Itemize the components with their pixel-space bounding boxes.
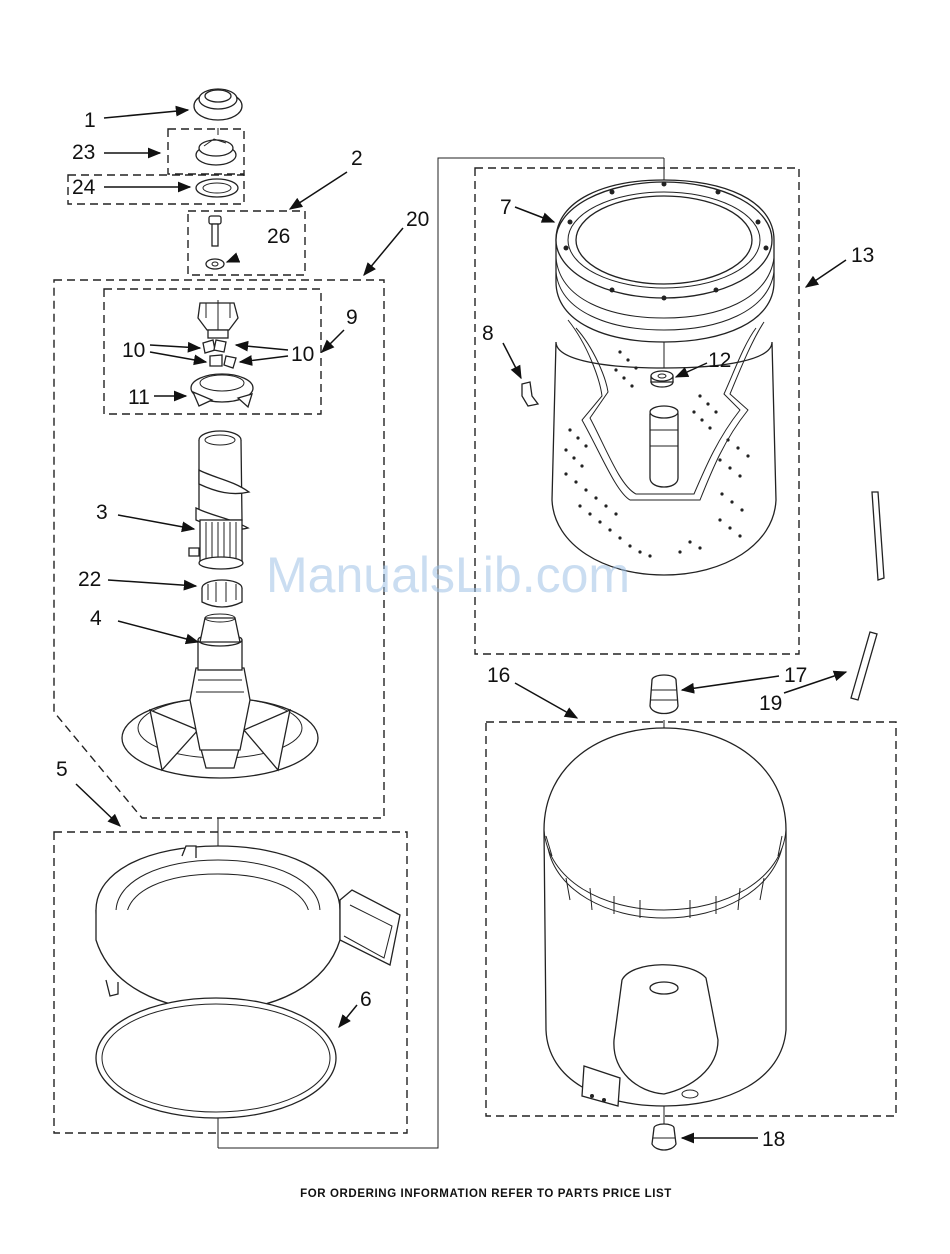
outer-tub xyxy=(544,728,786,1106)
tub-ring xyxy=(96,846,400,1024)
callout-10-right: 10 xyxy=(291,343,314,366)
watermark: ManualsLib.com xyxy=(266,547,630,603)
tub-bearing xyxy=(650,675,678,714)
callout-4: 4 xyxy=(90,607,102,630)
agitator-bolt xyxy=(206,216,224,269)
callout-6: 6 xyxy=(360,988,372,1011)
callout-26: 26 xyxy=(267,225,290,248)
callout-20: 20 xyxy=(406,208,429,231)
callout-2: 2 xyxy=(351,147,363,170)
cap-seal xyxy=(196,139,236,165)
balance-ring xyxy=(556,180,774,342)
callout-3: 3 xyxy=(96,501,108,524)
callout-19: 19 xyxy=(759,692,782,715)
callout-5: 5 xyxy=(56,758,68,781)
callout-9: 9 xyxy=(346,306,358,329)
callout-13: 13 xyxy=(851,244,874,267)
agitator-base xyxy=(122,614,318,778)
callout-23: 23 xyxy=(72,141,95,164)
callout-10-left: 10 xyxy=(122,339,145,362)
cam xyxy=(191,374,253,407)
clip xyxy=(522,382,538,406)
callout-11: 11 xyxy=(128,386,150,409)
callout-16: 16 xyxy=(487,664,510,687)
dogs xyxy=(203,340,236,368)
tub-ring-seal xyxy=(96,998,336,1118)
callout-7: 7 xyxy=(500,196,512,219)
agitator-cap xyxy=(194,89,242,120)
callout-18: 18 xyxy=(762,1128,785,1151)
callout-8: 8 xyxy=(482,322,494,345)
ratchet xyxy=(202,580,242,607)
basket-nut xyxy=(651,371,673,387)
drain-fitting xyxy=(652,1124,676,1150)
hose xyxy=(851,492,884,700)
callout-12: 12 xyxy=(708,349,731,372)
callout-17: 17 xyxy=(784,664,807,687)
callout-24: 24 xyxy=(72,176,96,199)
agitator-barrel xyxy=(189,431,249,569)
footer-note: FOR ORDERING INFORMATION REFER TO PARTS … xyxy=(300,1188,672,1200)
o-ring xyxy=(196,179,238,197)
callout-22: 22 xyxy=(78,568,101,591)
callout-1: 1 xyxy=(84,109,96,132)
drive-coupler xyxy=(198,300,238,338)
